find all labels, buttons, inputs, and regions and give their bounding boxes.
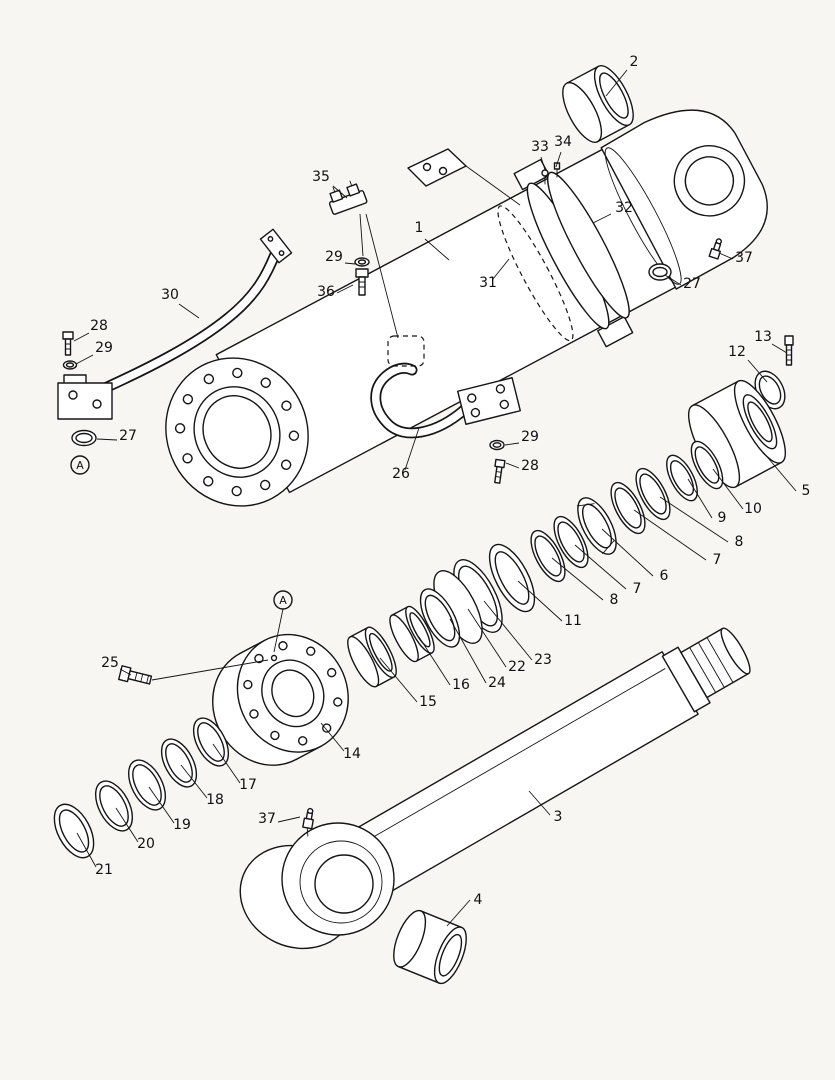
callout-4: 4 bbox=[474, 892, 483, 908]
callout-leader-lines bbox=[73, 69, 797, 927]
bushing-4 bbox=[393, 909, 467, 985]
grease-fitting-37-bottom bbox=[302, 807, 314, 837]
clamp-band-32 bbox=[513, 158, 634, 348]
rod-eye bbox=[239, 822, 395, 950]
stud-13 bbox=[784, 335, 794, 366]
callout-8-a: 8 bbox=[735, 534, 744, 550]
pipe-26 bbox=[370, 362, 470, 439]
callout-33: 33 bbox=[531, 139, 549, 155]
callout-20: 20 bbox=[137, 836, 155, 852]
callout-34: 34 bbox=[554, 134, 572, 150]
pipe-block-mid bbox=[457, 377, 521, 425]
bolt-28-left bbox=[62, 331, 74, 356]
construction-lines bbox=[151, 165, 521, 681]
callout-1: 1 bbox=[415, 220, 424, 236]
callout-31: 31 bbox=[479, 275, 497, 291]
callout-37-b: 37 bbox=[258, 811, 276, 827]
ring-21 bbox=[53, 803, 95, 859]
cylinder-head-5 bbox=[688, 379, 786, 489]
o-ring-27-top bbox=[648, 263, 672, 281]
clamp-position-guide bbox=[387, 335, 425, 367]
callout-21: 21 bbox=[95, 862, 113, 878]
callout-17: 17 bbox=[239, 777, 257, 793]
o-ring-27-left bbox=[71, 429, 97, 447]
callout-23: 23 bbox=[534, 652, 552, 668]
bolt-25 bbox=[118, 665, 153, 685]
section-marker-a-2-label: A bbox=[279, 594, 287, 607]
pipe-30 bbox=[90, 228, 293, 398]
callout-29-b: 29 bbox=[95, 340, 113, 356]
callout-2: 2 bbox=[630, 54, 639, 70]
callout-6: 6 bbox=[660, 568, 669, 584]
callout-29-c: 29 bbox=[521, 429, 539, 445]
seal-6 bbox=[576, 497, 617, 555]
callout-labels: 2 33 34 35 32 1 29 31 36 37 27 30 28 29 … bbox=[90, 54, 810, 908]
callout-7-b: 7 bbox=[633, 581, 642, 597]
callout-28-b: 28 bbox=[521, 458, 539, 474]
tube-flange bbox=[165, 357, 309, 507]
section-marker-a-1-label: A bbox=[76, 459, 84, 472]
bushing-15 bbox=[347, 626, 397, 688]
ring-10 bbox=[690, 440, 724, 490]
callout-18: 18 bbox=[206, 792, 224, 808]
ring-18 bbox=[160, 738, 198, 788]
ring-7-a bbox=[610, 481, 646, 535]
ring-8-a bbox=[635, 467, 671, 521]
callout-19: 19 bbox=[173, 817, 191, 833]
weld-guide-31 bbox=[497, 205, 574, 342]
callout-15: 15 bbox=[419, 694, 437, 710]
callout-30: 30 bbox=[161, 287, 179, 303]
callout-24: 24 bbox=[488, 675, 506, 691]
section-marker-a-2: A bbox=[273, 590, 293, 610]
callout-14: 14 bbox=[343, 746, 361, 762]
callout-25: 25 bbox=[101, 655, 119, 671]
washer-29-left bbox=[62, 360, 78, 370]
washer-29-mid bbox=[489, 439, 505, 451]
callout-37-a: 37 bbox=[735, 250, 753, 266]
ring-24 bbox=[419, 588, 461, 648]
callout-22: 22 bbox=[508, 659, 526, 675]
washer-29-top bbox=[354, 257, 370, 267]
callout-12: 12 bbox=[728, 344, 746, 360]
callout-35: 35 bbox=[312, 169, 330, 185]
callout-10: 10 bbox=[744, 501, 762, 517]
ring-8-b bbox=[530, 529, 566, 583]
clamp-bracket-35 bbox=[328, 180, 368, 215]
callout-9: 9 bbox=[718, 510, 727, 526]
port-plate bbox=[407, 148, 467, 187]
grease-fitting-37-top bbox=[708, 238, 722, 260]
callout-29-a: 29 bbox=[325, 249, 343, 265]
bushing-16 bbox=[389, 605, 435, 663]
ring-7-b bbox=[553, 515, 589, 569]
bushing-2 bbox=[562, 65, 634, 143]
callout-16: 16 bbox=[452, 677, 470, 693]
callout-11: 11 bbox=[564, 613, 582, 629]
piston-ring-11 bbox=[488, 543, 536, 613]
callout-26: 26 bbox=[392, 466, 410, 482]
callout-27-b: 27 bbox=[119, 428, 137, 444]
callout-8-b: 8 bbox=[610, 592, 619, 608]
pipe-block-left bbox=[57, 374, 113, 420]
callout-27-a: 27 bbox=[683, 276, 701, 292]
callout-5: 5 bbox=[802, 483, 811, 499]
pipe-30-flange bbox=[259, 228, 293, 264]
bolt-36 bbox=[355, 268, 369, 296]
ring-9 bbox=[666, 454, 698, 502]
section-marker-a-1: A bbox=[70, 455, 90, 475]
cylinder-tube-1 bbox=[165, 109, 768, 507]
callout-36: 36 bbox=[317, 284, 335, 300]
callout-32: 32 bbox=[615, 200, 633, 216]
callout-28-a: 28 bbox=[90, 318, 108, 334]
callout-7-a: 7 bbox=[713, 552, 722, 568]
bolt-28-mid bbox=[494, 458, 506, 484]
callout-13: 13 bbox=[754, 329, 772, 345]
callout-3: 3 bbox=[554, 809, 563, 825]
gland-14 bbox=[212, 633, 349, 766]
